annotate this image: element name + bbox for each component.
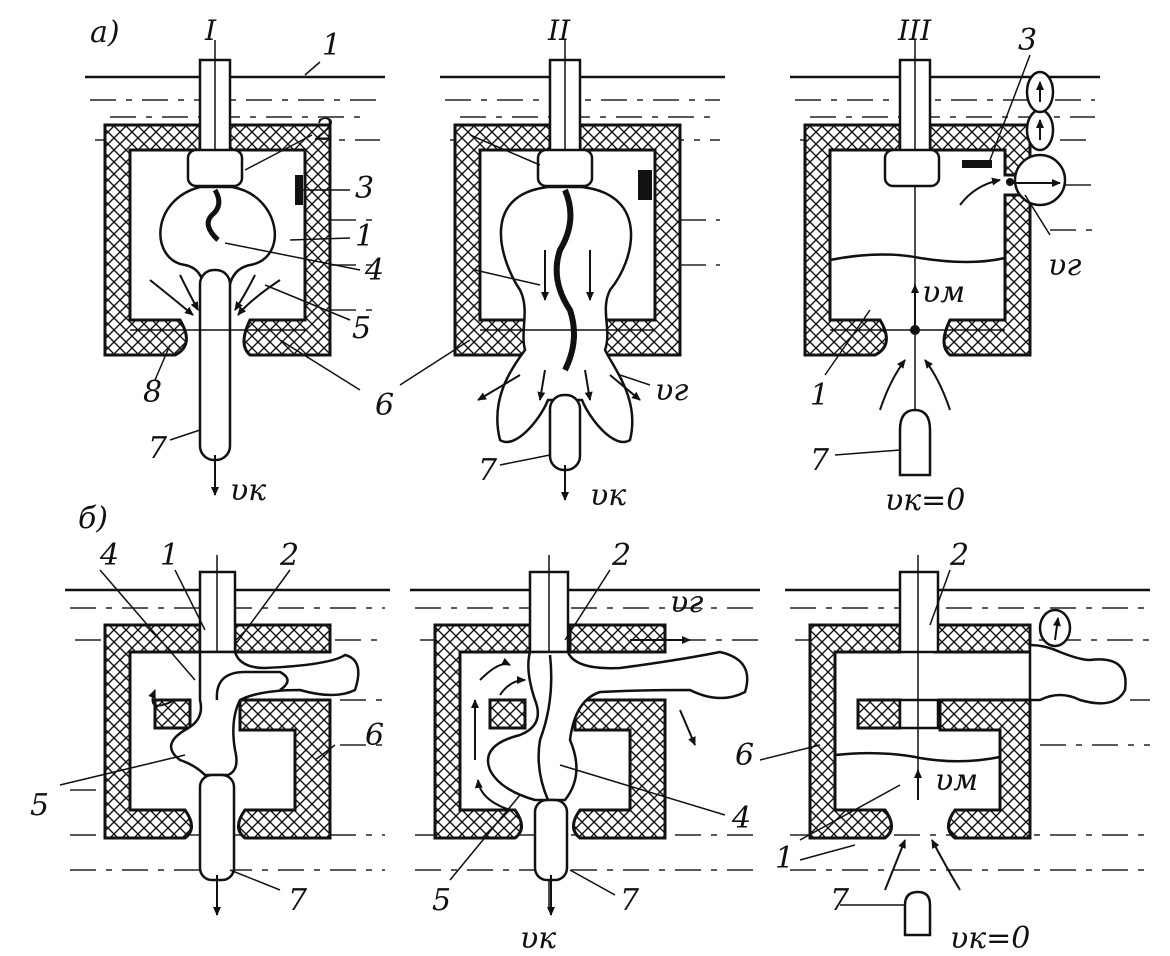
electrode-tip — [186, 148, 244, 188]
b1-callout-4: 4 — [99, 538, 119, 573]
gas-bubble — [496, 185, 634, 444]
a1-callout-3: 3 — [355, 171, 374, 206]
b3-callout-6: 6 — [735, 738, 754, 773]
b1-callout-1: 1 — [160, 538, 179, 573]
svg-text:II: II — [547, 14, 571, 47]
b3-velocity-vk0: υк=0 — [950, 921, 1030, 956]
svg-text:I: I — [204, 14, 217, 47]
a3-callout-1: 1 — [810, 378, 829, 413]
workpiece-rod — [198, 268, 232, 462]
b3-callout-2: 2 — [949, 538, 969, 573]
a1-callout-2: 2 — [314, 113, 334, 148]
b1-callout-6: 6 — [365, 718, 384, 753]
a3-callout-3: 3 — [1018, 23, 1037, 58]
b3-callout-1: 1 — [775, 841, 794, 876]
a1-callout-1: 1 — [322, 28, 341, 63]
a2-velocity-vk: υк — [590, 478, 626, 513]
workpiece-rod — [533, 798, 569, 882]
a3-velocity-vg: υг — [1048, 248, 1081, 283]
diagram-b1 — [59, 555, 390, 916]
diagram-b3 — [759, 555, 1150, 937]
workpiece-rod — [198, 773, 236, 882]
b2-callout-4: 4 — [731, 801, 751, 836]
b2-velocity-vk: υк — [520, 921, 556, 956]
escaping-bubble — [1013, 153, 1067, 207]
a2-callout-7: 7 — [478, 453, 498, 488]
diagram-a1 — [85, 40, 385, 496]
b1-callout-7: 7 — [288, 883, 308, 918]
gas-bubble — [170, 650, 360, 777]
housing-wall — [433, 623, 667, 840]
panel-b-label: б) — [78, 501, 108, 536]
a1-callout-5: 5 — [352, 311, 371, 346]
gas-bubble — [1028, 643, 1127, 705]
workpiece-rod — [548, 393, 582, 472]
a1-velocity-vk: υк — [230, 473, 266, 508]
workpiece-rod — [898, 408, 932, 477]
svg-text:III: III — [897, 14, 932, 47]
gas-bubble — [486, 650, 749, 802]
a1-callout-1b: 1 — [355, 219, 374, 254]
a1-callout-7: 7 — [148, 431, 168, 466]
a3-velocity-vk0: υк=0 — [885, 483, 965, 518]
housing-wall — [803, 123, 1032, 357]
b2-callout-5: 5 — [432, 883, 451, 918]
a1-callout-8: 8 — [143, 375, 162, 410]
a1-callout-4: 4 — [364, 253, 384, 288]
diagram-a2 — [399, 40, 725, 501]
b1-callout-2: 2 — [279, 538, 299, 573]
b3-velocity-vm: υм — [935, 763, 978, 798]
a1-callout-6: 6 — [375, 388, 394, 423]
a3-callout-7: 7 — [810, 443, 830, 478]
panel-a-label: а) — [90, 15, 120, 50]
b3-callout-7: 7 — [830, 883, 850, 918]
diagram-b2 — [410, 555, 760, 916]
workpiece-rod — [903, 890, 932, 937]
b2-velocity-vg: υг — [670, 585, 703, 620]
diagram-a3 — [790, 40, 1100, 477]
a2-velocity-vg: υг — [655, 373, 688, 408]
a3-velocity-vm: υм — [922, 275, 965, 310]
b1-callout-5: 5 — [30, 788, 49, 823]
b2-callout-7: 7 — [620, 883, 640, 918]
b2-callout-2: 2 — [611, 538, 631, 573]
